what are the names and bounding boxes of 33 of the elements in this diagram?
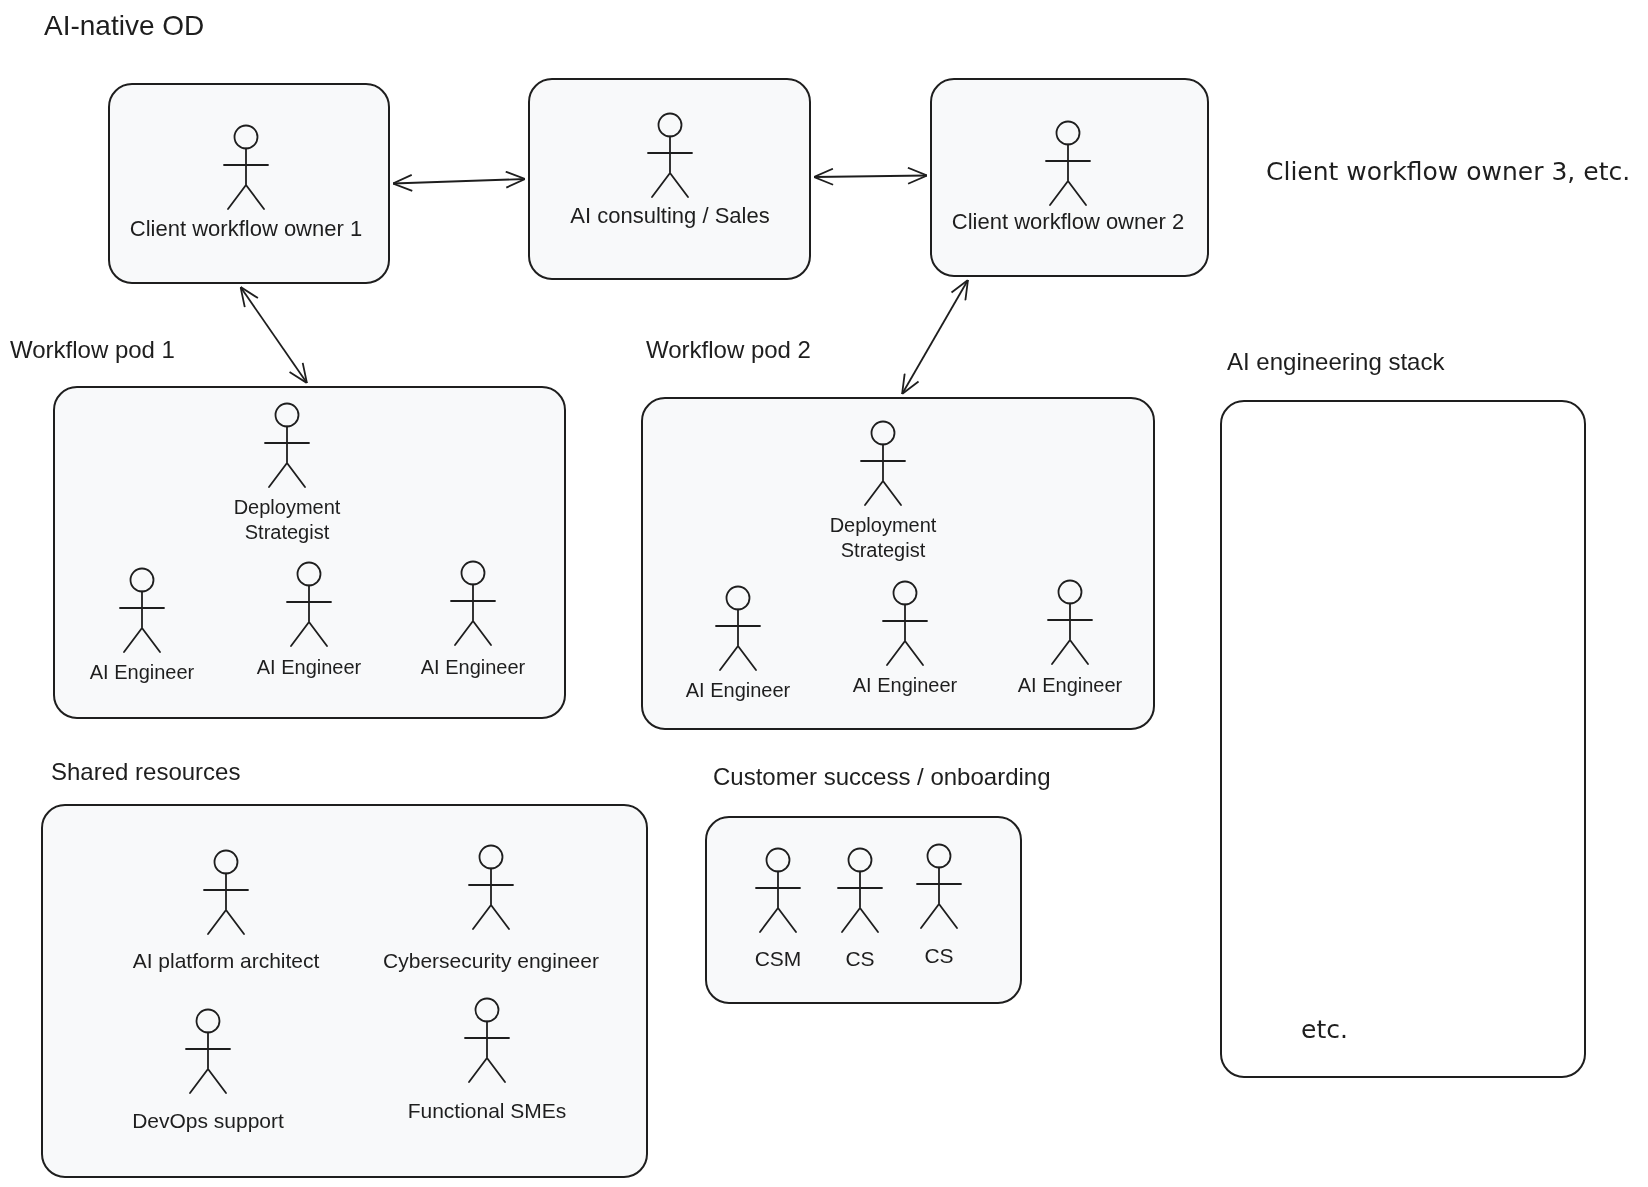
- role-label: AI Engineer: [852, 672, 958, 698]
- group-heading: Shared resources: [51, 757, 241, 787]
- role-label: AI Engineer: [256, 654, 362, 680]
- role-label: Deployment Strategist: [233, 495, 341, 545]
- double-headed-arrow: [392, 170, 526, 192]
- role-label: DevOps support: [132, 1107, 284, 1134]
- group-heading: Customer success / onboarding: [713, 762, 1051, 792]
- double-headed-arrow: [239, 286, 308, 384]
- role-label: AI platform architect: [132, 947, 320, 974]
- double-headed-arrow: [901, 279, 969, 395]
- role-label: Client workflow owner 2: [951, 208, 1185, 236]
- role-card: [528, 78, 811, 280]
- group-heading: AI engineering stack: [1227, 347, 1445, 377]
- note-text: etc.: [1301, 1015, 1348, 1045]
- annotation-text: Client workflow owner 3, etc.: [1266, 157, 1631, 187]
- double-headed-arrow: [813, 166, 928, 186]
- group-heading: Workflow pod 2: [646, 335, 811, 365]
- role-label: AI Engineer: [1017, 672, 1123, 698]
- group-heading: Workflow pod 1: [10, 335, 175, 365]
- role-label: AI consulting / Sales: [570, 202, 770, 230]
- role-label: Functional SMEs: [407, 1097, 567, 1124]
- diagram-title: AI-native OD: [44, 9, 205, 43]
- role-label: Cybersecurity engineer: [383, 947, 599, 974]
- role-card: [930, 78, 1209, 277]
- role-label: AI Engineer: [89, 659, 195, 685]
- role-label: AI Engineer: [685, 677, 791, 703]
- role-label: CS: [845, 945, 875, 972]
- role-label: AI Engineer: [420, 654, 526, 680]
- role-label: Client workflow owner 1: [129, 215, 363, 243]
- role-label: CS: [924, 942, 954, 969]
- role-card: [108, 83, 390, 284]
- role-label: Deployment Strategist: [829, 513, 937, 563]
- role-label: CSM: [754, 945, 802, 972]
